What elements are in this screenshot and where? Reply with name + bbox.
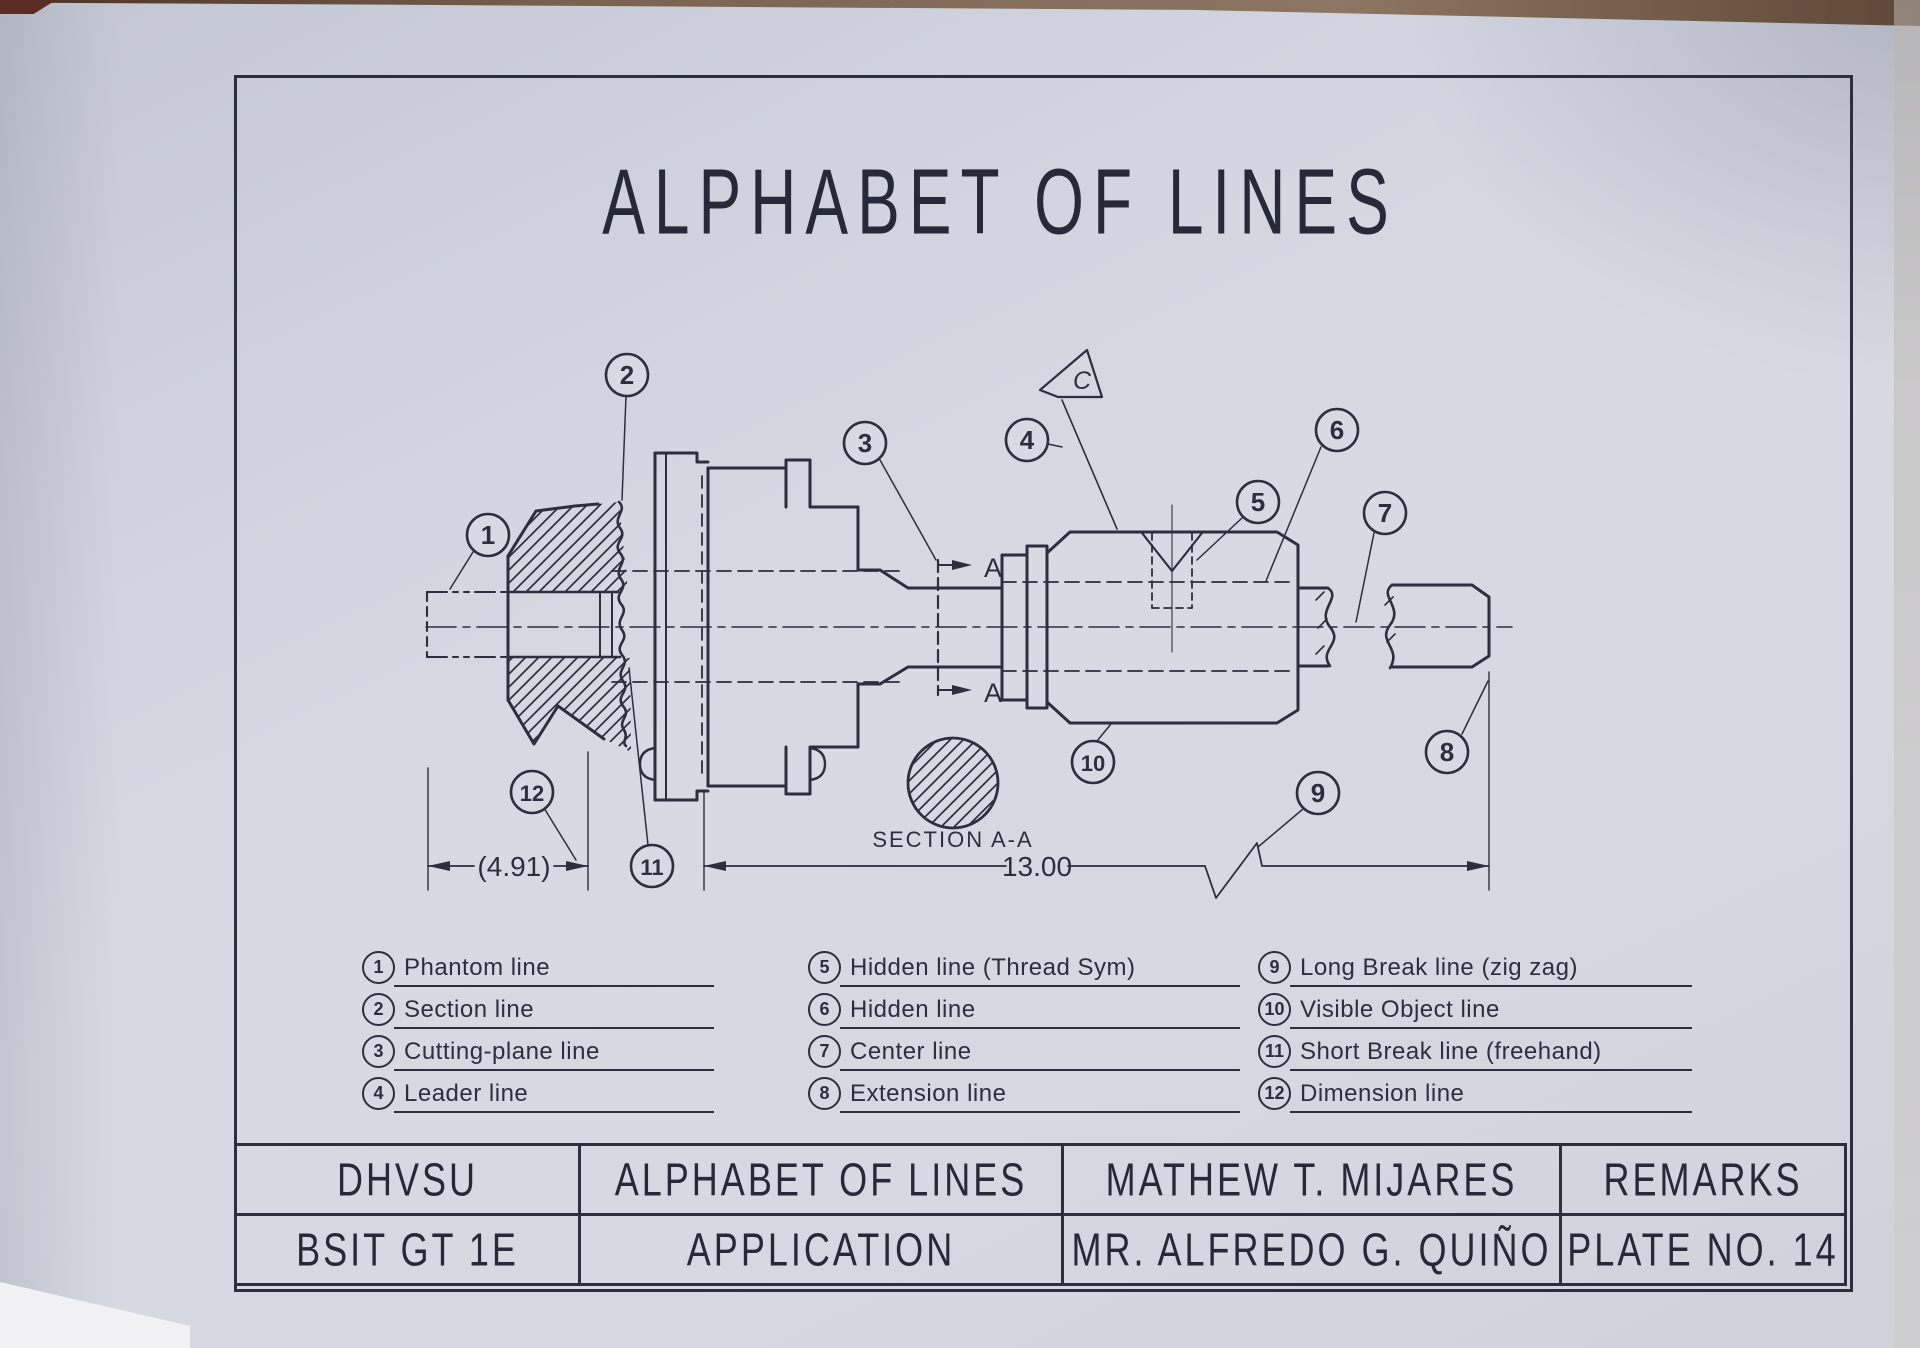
legend-item-extension-line: 8 Extension line [808,1074,1240,1116]
legend-num-12: 12 [1258,1077,1291,1110]
legend-num-3: 3 [362,1035,395,1068]
right-shaft [1384,583,1491,670]
svg-text:1: 1 [481,520,495,550]
section-arrow-label-top: A [984,553,1002,583]
thread-symbol [1140,504,1204,653]
legend-item-short-break-line: 11 Short Break line (freehand) [1258,1032,1692,1074]
sheet-border [234,75,1853,1292]
svg-text:9: 9 [1311,778,1325,808]
section-arrow-label-bottom: A [984,678,1002,708]
finish-flag [1038,348,1118,530]
dim-left-text: (4.91) [477,851,550,882]
sectioned-nut [506,500,631,752]
title-block-remarks: REMARKS [1559,1146,1844,1213]
underline [840,985,1240,987]
short-break-line [616,500,628,748]
underline [840,1111,1240,1113]
legend-item-cutting-plane-line: 3 Cutting-plane line [362,1032,714,1074]
legend-num-6: 6 [808,993,841,1026]
legend-num-2: 2 [362,993,395,1026]
legend-item-phantom-line: 1 Phantom line [362,948,714,990]
legend-num-9: 9 [1258,951,1291,984]
svg-text:5: 5 [1251,487,1265,517]
legend-item-leader-line: 4 Leader line [362,1074,714,1116]
svg-text:10: 10 [1081,751,1105,776]
body-housing [611,458,906,796]
photo-shadow [1360,0,1920,420]
legend-item-section-line: 2 Section line [362,990,714,1032]
svg-text:2: 2 [620,360,634,390]
underline [840,1069,1240,1071]
legend-item-hidden-line: 6 Hidden line [808,990,1240,1032]
underline [1290,1069,1692,1071]
underline [394,985,714,987]
title-block-plate-no: PLATE NO. 14 [1559,1213,1844,1283]
cutting-plane-line [936,558,972,697]
underline [394,1027,714,1029]
legend-num-11: 11 [1258,1035,1291,1068]
title-block-application: APPLICATION [578,1213,1061,1283]
svg-text:3: 3 [858,428,872,458]
underline [840,1027,1240,1029]
legend-item-dimension-line: 12 Dimension line [1258,1074,1692,1116]
legend-item-hidden-thread: 5 Hidden line (Thread Sym) [808,948,1240,990]
title-block-course: BSIT GT 1E [237,1213,578,1283]
callout-leaders [449,395,1489,861]
title-block-instructor: MR. ALFREDO G. QUIÑO [1061,1213,1559,1283]
legend-num-10: 10 [1258,993,1291,1026]
legend-item-long-break-line: 9 Long Break line (zig zag) [1258,948,1692,990]
svg-text:4: 4 [1020,425,1035,455]
svg-text:11: 11 [640,855,663,880]
finish-flag-label: C [1073,367,1092,395]
callout-balloons [465,352,1470,889]
long-break-zigzag [1204,842,1490,899]
svg-text:8: 8 [1440,737,1454,767]
legend-column-2: 5 Hidden line (Thread Sym) 6 Hidden line… [808,948,1240,1116]
photo-shadow-left [0,0,120,1348]
shaft-break-stub [1296,586,1336,668]
section-view-label: SECTION A-A [872,827,1033,852]
legend-num-5: 5 [808,951,841,984]
page-title: ALPHABET OF LINES [602,149,1398,254]
dim-main-text: 13.00 [1002,851,1072,882]
callout-numbers: 1 2 3 4 5 6 7 8 9 10 11 12 [481,360,1454,880]
svg-text:12: 12 [520,781,544,806]
reduced-shaft [878,568,1004,686]
underline [394,1069,714,1071]
underline [394,1111,714,1113]
legend-item-visible-object-line: 10 Visible Object line [1258,990,1692,1032]
svg-text:6: 6 [1330,415,1344,445]
legend-column-1: 1 Phantom line 2 Section line 3 Cutting-… [362,948,714,1116]
collars [1000,544,1049,710]
title-block: DHVSU ALPHABET OF LINES MATHEW T. MIJARE… [234,1143,1847,1286]
title-block-school: DHVSU [336,1152,479,1206]
dimension-13-00 [703,671,1490,899]
title-block-student-name: MATHEW T. MIJARES [1061,1146,1559,1213]
legend-column-3: 9 Long Break line (zig zag) 10 Visible O… [1258,948,1692,1116]
title-block-plate-title: ALPHABET OF LINES [578,1146,1061,1213]
underline [1290,1027,1692,1029]
flange-plates [638,451,827,802]
paper-right-edge [1894,0,1920,1348]
underline [1290,985,1692,987]
phantom-shaft [425,590,510,659]
legend-item-center-line: 7 Center line [808,1032,1240,1074]
legend-num-7: 7 [808,1035,841,1068]
dimension-4-91 [427,751,589,891]
legend-num-8: 8 [808,1077,841,1110]
svg-text:7: 7 [1378,498,1392,528]
section-view-circle [906,736,1000,830]
cylinder-body [1001,530,1300,725]
underline [1290,1111,1692,1113]
legend-num-1: 1 [362,951,395,984]
legend-num-4: 4 [362,1077,395,1110]
